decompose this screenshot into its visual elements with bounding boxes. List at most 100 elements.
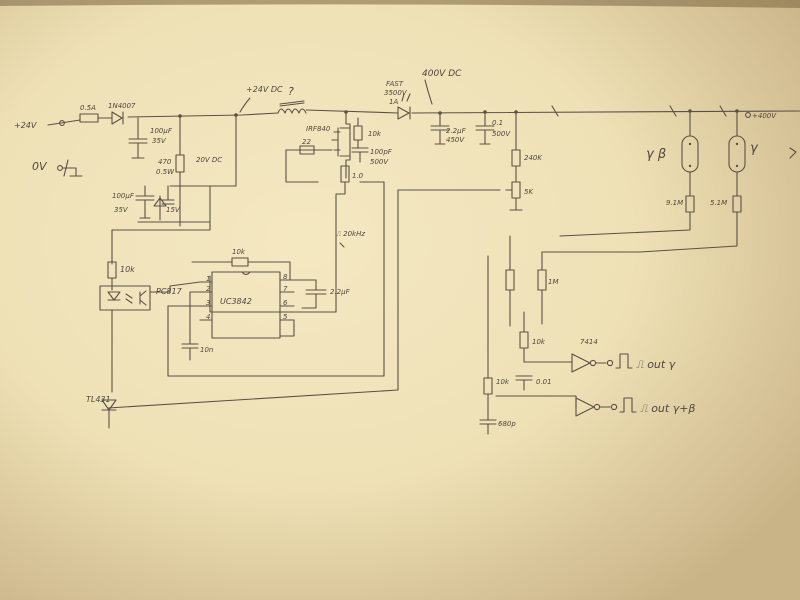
label-cap-aux-voltage: 35V xyxy=(114,206,129,214)
label-ic-name: UC3842 xyxy=(220,297,252,306)
label-diode-1n4007: 1N4007 xyxy=(108,102,136,110)
cap-2u2-450v-symbol xyxy=(430,112,450,145)
res-10k-low-symbol xyxy=(483,377,493,395)
labels: +24V 0V 0.5A 1N4007 100µF 35V 470 0.5W 2… xyxy=(14,69,777,428)
label-cap-in-value: 100µF xyxy=(150,127,173,135)
label-pin-8: 8 xyxy=(283,273,288,281)
res-470-symbol xyxy=(175,154,185,173)
label-fast-diode-1: FAST xyxy=(386,80,404,88)
res-9m1-symbol xyxy=(685,195,695,213)
res-left-symbol xyxy=(505,269,515,291)
label-cap-aux-value: 100µF xyxy=(112,192,135,200)
pwm-controller xyxy=(167,181,385,377)
cap-0u1-500v-symbol xyxy=(475,111,495,145)
label-pin-2: 2 xyxy=(206,285,211,293)
label-fast-diode-2: 3500V xyxy=(384,89,408,97)
label-cap-100pf-value: 100pF xyxy=(370,148,393,156)
label-pin-3: 3 xyxy=(206,299,210,307)
pulse-symbol-gamma xyxy=(615,353,633,369)
fast-diode-symbol xyxy=(397,106,411,120)
label-out-gamma-beta: ⎍ out γ+β xyxy=(640,402,695,415)
tl431-symbol xyxy=(101,399,117,429)
label-tl431: TL431 xyxy=(86,395,111,404)
detector-logic xyxy=(479,235,637,435)
label-frequency: ⎍ 20kHz xyxy=(336,230,365,238)
hv-output-section xyxy=(107,111,523,409)
label-fast-diode-3: 1A xyxy=(389,98,398,106)
label-cap-001: 0.01 xyxy=(536,378,552,386)
label-hv-out: 400V DC xyxy=(422,69,462,79)
label-pin-7: 7 xyxy=(283,285,288,293)
input-section xyxy=(57,114,237,259)
label-res-470-power: 0.5W xyxy=(156,168,175,176)
cap-input-symbol xyxy=(128,117,148,159)
ic-uc3842-body xyxy=(211,271,281,339)
label-res-10k-mid: 10k xyxy=(532,338,546,346)
label-cap-ic: 2.2µF xyxy=(330,288,351,296)
label-tube-right: γ xyxy=(750,141,759,156)
inductor-symbol xyxy=(277,108,307,114)
label-res-sense: 1.0 xyxy=(352,172,364,180)
label-out-gamma: ⎍ out γ xyxy=(636,358,676,371)
diode-1n4007-symbol xyxy=(111,111,124,125)
inverter-bottom-symbol xyxy=(575,397,595,417)
label-cap-hv2-voltage: 500V xyxy=(492,130,511,138)
label-supply-in: +24V xyxy=(14,121,37,130)
label-cap-680p: 680p xyxy=(498,420,516,428)
label-inverter: 7414 xyxy=(580,338,598,346)
label-fuse: 0.5A xyxy=(80,104,96,112)
input-terminal-24v xyxy=(59,120,65,126)
res-240k-symbol xyxy=(511,149,521,167)
label-res-10k-low: 10k xyxy=(496,378,510,386)
fuse-symbol xyxy=(79,113,99,123)
label-cap-timing: 10n xyxy=(200,346,213,354)
label-zener-15v: 15V xyxy=(166,206,181,214)
label-inductor-question: ? xyxy=(288,85,294,98)
label-tube-hv: +400V xyxy=(752,112,777,120)
label-ground: 0V xyxy=(32,160,48,173)
zener-15v-symbol xyxy=(153,195,167,221)
label-zener-20v: 20V DC xyxy=(196,156,222,164)
res-10k-gate-symbol xyxy=(353,125,363,141)
label-res-10k-gate: 10k xyxy=(368,130,382,138)
pulse-symbol-gamma-beta xyxy=(619,397,637,413)
label-pot-5k: 5K xyxy=(524,188,534,196)
res-feedback-symbol xyxy=(231,257,249,267)
optocoupler-section xyxy=(99,257,201,429)
label-pin-6: 6 xyxy=(283,299,288,307)
label-cap-in-voltage: 35V xyxy=(152,137,167,145)
label-pin-5: 5 xyxy=(283,313,288,321)
supply-rail xyxy=(47,79,800,126)
res-10k-mid-symbol xyxy=(519,331,529,349)
mosfet-irf840-symbol xyxy=(345,111,351,179)
label-res-470: 470 xyxy=(158,158,172,166)
label-mosfet: IRF840 xyxy=(306,125,331,133)
label-cap-100pf-voltage: 500V xyxy=(370,158,389,166)
label-res-240k: 240K xyxy=(524,154,543,162)
geiger-tubes xyxy=(541,110,797,253)
res-1m-symbol xyxy=(537,269,547,291)
inverter-top-symbol xyxy=(571,353,591,373)
label-res-feedback: 10k xyxy=(232,248,246,256)
res-5m1-symbol xyxy=(732,195,742,213)
label-cap-hv2-value: 0.1 xyxy=(492,119,503,127)
label-res-1m: 1M xyxy=(548,278,559,286)
cap-aux-symbol xyxy=(135,185,155,219)
label-res-5m1: 5.1M xyxy=(710,199,727,207)
label-pin-4: 4 xyxy=(206,313,210,321)
label-cap-hv1-value: 2.2µF xyxy=(446,127,467,135)
label-res-22: 22 xyxy=(302,138,311,146)
label-24vdc-node: +24V DC xyxy=(246,85,283,94)
optocoupler-pc817 xyxy=(99,285,151,311)
label-optocoupler: PC817 xyxy=(156,287,183,296)
label-tube-left: γ β xyxy=(646,147,666,162)
label-res-9m1: 9.1M xyxy=(666,199,683,207)
label-pin-1: 1 xyxy=(206,275,210,283)
label-cap-hv1-voltage: 450V xyxy=(446,136,465,144)
res-10k-opto-symbol xyxy=(107,261,117,279)
paper-top-shadow xyxy=(0,0,800,8)
label-res-10k-opto: 10k xyxy=(120,265,135,274)
